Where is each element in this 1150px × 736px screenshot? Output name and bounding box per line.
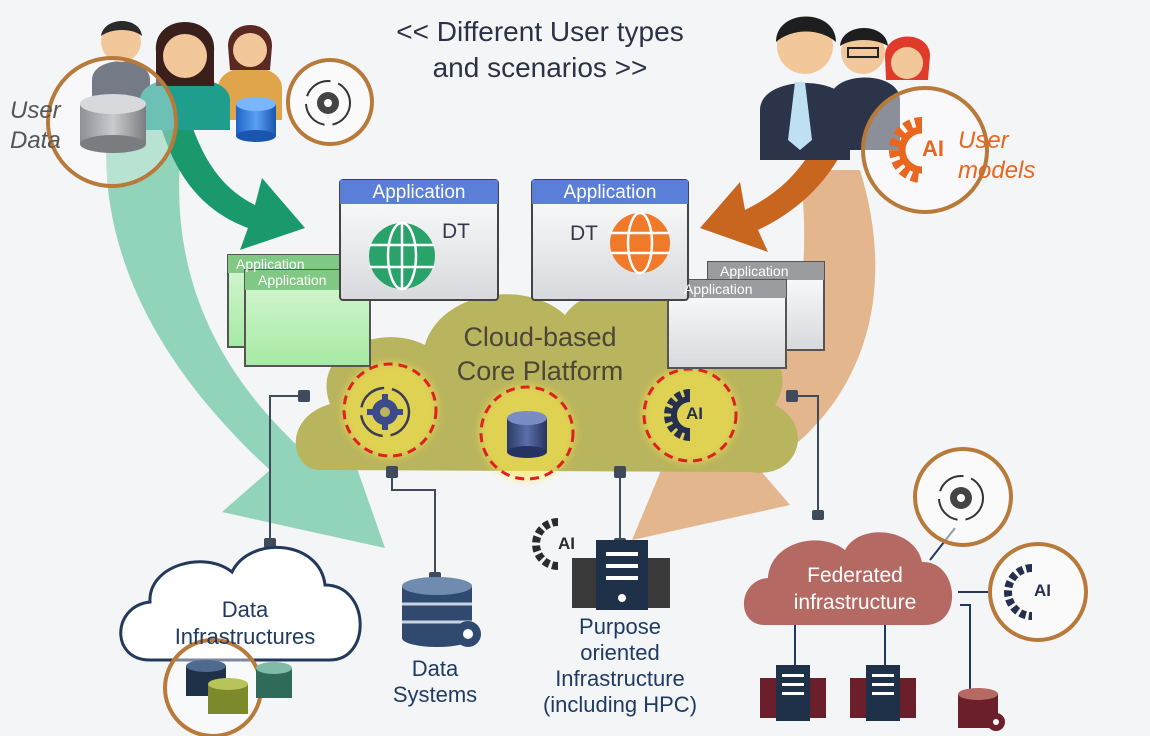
fed-database-icon xyxy=(958,688,1005,731)
dt-label-orange: DT xyxy=(570,222,598,245)
platform-label: Cloud-based Core Platform xyxy=(400,320,680,388)
platform-gear-icon xyxy=(359,386,411,438)
platform-line-2: Core Platform xyxy=(456,356,624,386)
data-infra-database-icons xyxy=(186,660,292,714)
fed-server-rack-1 xyxy=(760,665,826,721)
app-label-green-globe: Application xyxy=(372,182,466,203)
purpose-line-2: oriented xyxy=(580,640,660,665)
heading-line-2: and scenarios >> xyxy=(432,52,648,83)
federated-cloud xyxy=(743,532,953,625)
app-label-green-front: Application xyxy=(258,272,327,288)
data-systems-database-icon xyxy=(402,577,481,647)
data-infrastructures-cloud xyxy=(119,545,362,662)
user-data-label: User Data xyxy=(10,97,61,154)
fed-server-rack-2 xyxy=(850,665,916,721)
federated-line-2: infrastructure xyxy=(793,591,917,614)
fed-ai-ring xyxy=(988,542,1088,642)
user-group-left xyxy=(92,21,282,130)
user-group-right xyxy=(760,16,930,160)
purpose-line-4: (including HPC) xyxy=(542,692,698,717)
data-systems-label: Data Systems xyxy=(392,656,478,707)
federated-line-1: Federated xyxy=(807,564,903,587)
data-infrastructures-label: Data Infrastructures xyxy=(174,597,316,649)
user-data-cylinder-icon xyxy=(80,94,146,153)
platform-database-icon xyxy=(507,411,547,458)
platform-line-1: Cloud-based xyxy=(463,322,617,352)
green-arrow xyxy=(162,120,305,250)
user-models-ai-gear-icon xyxy=(889,117,923,183)
platform-ai-gear-icon xyxy=(664,389,691,441)
app-label-gray-back: Application xyxy=(720,263,789,279)
orange-arrow xyxy=(700,135,848,252)
purpose-infra-label: Purpose oriented Infrastructure (includi… xyxy=(520,614,720,718)
connector-lines xyxy=(269,395,819,578)
app-label-gray-front: Application xyxy=(684,281,753,297)
purpose-server-rack-icon xyxy=(572,540,670,610)
blue-database-icon xyxy=(236,97,276,142)
platform-ai-badge: AI xyxy=(686,404,703,423)
fed-gear-ring xyxy=(913,447,1013,547)
heading-line-1: << Different User types xyxy=(396,16,684,47)
purpose-ai-badge: AI xyxy=(558,534,575,553)
app-window-globe-green xyxy=(339,179,499,301)
user-gear-ring xyxy=(286,58,374,146)
app-window-globe-orange xyxy=(531,179,689,301)
purpose-line-3: Infrastructure xyxy=(555,666,685,691)
user-models-label: User models xyxy=(958,127,1036,184)
federated-infra-label: Federated infrastructure xyxy=(755,562,955,616)
app-label-green-back: Application xyxy=(236,256,305,272)
diagram-heading: << Different User types and scenarios >> xyxy=(340,14,740,86)
app-label-orange-globe: Application xyxy=(563,182,657,203)
purpose-line-1: Purpose xyxy=(579,614,661,639)
dt-label-green: DT xyxy=(442,220,470,243)
user-models-ai-badge: AI xyxy=(922,136,944,161)
fed-ai-badge: AI xyxy=(1034,581,1051,600)
user-models-ring xyxy=(861,86,989,214)
purpose-ai-gear-icon xyxy=(532,518,559,570)
